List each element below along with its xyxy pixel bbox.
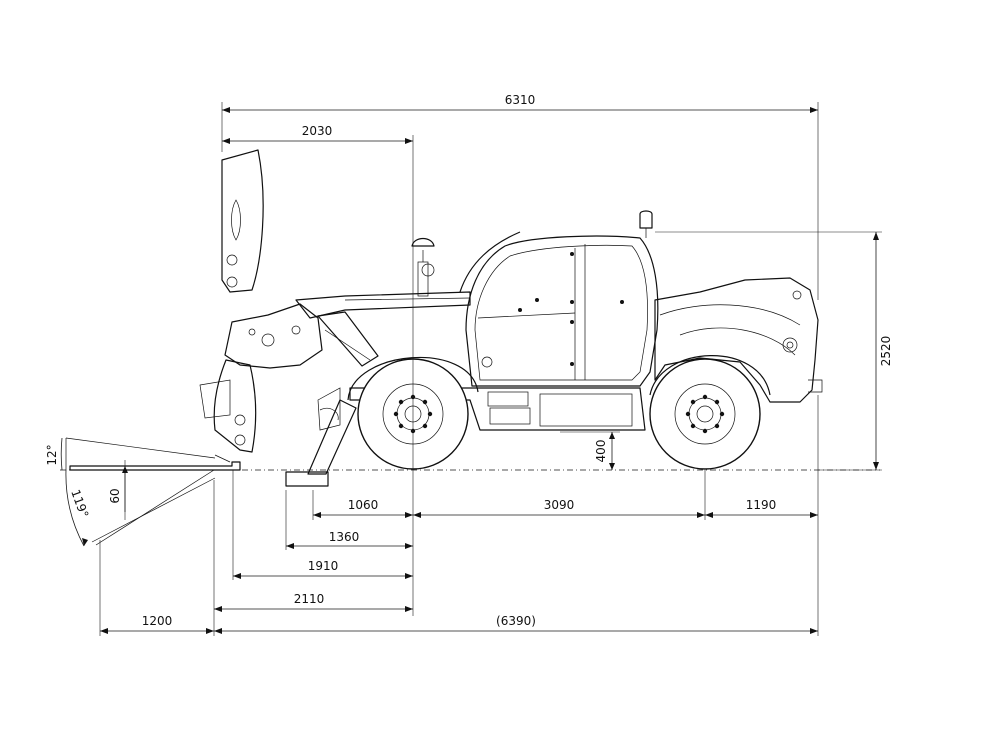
beacon-light [639, 210, 653, 229]
dim-fork-length: 1200 [142, 614, 173, 628]
chassis [349, 387, 646, 431]
dim-overall-height: 2520 [879, 336, 893, 367]
telehandler-machine [65, 149, 823, 546]
rear-wheel [649, 358, 761, 470]
dim-axle-to-fork-2: 2110 [294, 592, 325, 606]
engine-hood [654, 277, 819, 403]
dim-overall-length: 6310 [505, 93, 536, 107]
dimension-labels: 6310 2030 2520 400 1060 3090 1190 1360 1… [45, 93, 893, 628]
dim-front-overhang: 2030 [302, 124, 333, 138]
telescopic-boom [295, 291, 471, 319]
cab [465, 235, 659, 387]
angle-tilt-up: 12° [45, 444, 59, 465]
lift-cylinder [317, 311, 379, 367]
dim-wheelbase: 3090 [544, 498, 575, 512]
stabilizer-leg [307, 399, 357, 475]
dim-axle-to-fork-1: 1910 [308, 559, 339, 573]
fork-tine [69, 461, 241, 471]
boom-head [224, 303, 323, 369]
fork-raised-position [221, 149, 264, 293]
dim-rear-overhang: 1190 [746, 498, 777, 512]
fork-carriage [213, 359, 257, 453]
dim-fork-drop: 60 [108, 488, 122, 503]
dimension-lines [60, 107, 879, 634]
dim-stabilizer-span: 1360 [329, 530, 360, 544]
dim-ground-clearance: 400 [594, 440, 608, 463]
extension-lines [99, 102, 882, 636]
dim-stabilizer-to-axle: 1060 [348, 498, 379, 512]
dim-total-length: (6390) [496, 614, 536, 628]
